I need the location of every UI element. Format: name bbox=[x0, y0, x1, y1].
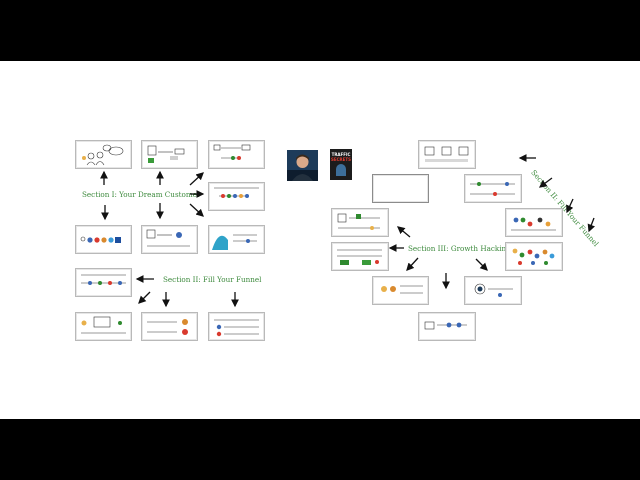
card-lead-magnet[interactable] bbox=[75, 312, 132, 341]
card-traffic-sources[interactable] bbox=[208, 182, 265, 211]
card-dream-customer-avatar[interactable] bbox=[75, 140, 132, 169]
arrow-s1-downright bbox=[190, 204, 203, 216]
card-growth-email[interactable] bbox=[418, 312, 476, 341]
card-wave-influencer[interactable] bbox=[208, 225, 265, 254]
card-growth-people[interactable] bbox=[372, 276, 429, 305]
arrow-s2r-downleft bbox=[540, 178, 552, 187]
card-right-network-icons[interactable] bbox=[505, 242, 563, 271]
card-right-ad-platforms[interactable] bbox=[505, 208, 563, 237]
card-dream-100[interactable] bbox=[141, 225, 198, 254]
arrow-s2r-down bbox=[567, 199, 573, 212]
arrow-s1-upright bbox=[190, 173, 203, 185]
arrow-s3-downleft bbox=[407, 258, 418, 270]
card-social-platforms[interactable] bbox=[75, 225, 132, 254]
arrow-s2-downleft bbox=[139, 292, 150, 303]
arrow-s3-downright bbox=[476, 259, 487, 270]
card-right-funnel-top[interactable] bbox=[418, 140, 476, 169]
card-right-funnel-steps[interactable] bbox=[464, 174, 522, 203]
card-blank-frame[interactable] bbox=[372, 174, 429, 203]
card-follow-up-funnel[interactable] bbox=[208, 312, 265, 341]
arrow-s3-upleft bbox=[398, 227, 410, 237]
card-funnel-map[interactable] bbox=[208, 140, 265, 169]
card-funnel-overview[interactable] bbox=[75, 268, 132, 297]
card-growth-tools[interactable] bbox=[331, 242, 389, 271]
card-hook-offer[interactable] bbox=[141, 140, 198, 169]
card-growth-content[interactable] bbox=[331, 208, 389, 237]
arrow-s2r-downright bbox=[589, 218, 594, 231]
card-paid-ads[interactable] bbox=[141, 312, 198, 341]
mind-map-canvas: TRAFFIC SECRETS Section I: Your Dream Cu… bbox=[0, 61, 640, 419]
card-growth-analytics[interactable] bbox=[464, 276, 522, 305]
